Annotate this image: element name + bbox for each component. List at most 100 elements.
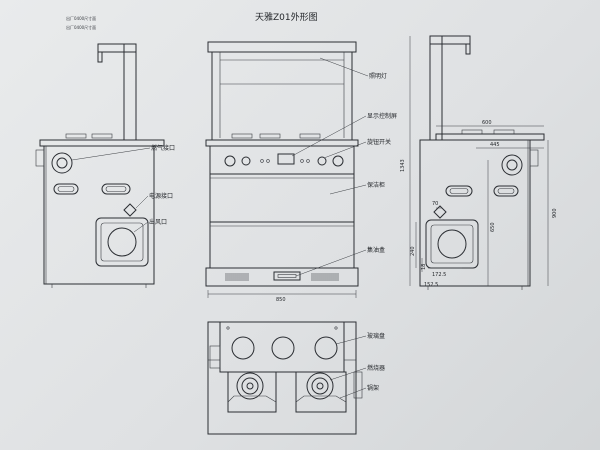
dim-240: 240 [410, 246, 416, 256]
dim-445: 445 [490, 142, 500, 148]
right-gas-ring-inner [506, 159, 518, 171]
top-burner-left-mid [241, 377, 259, 395]
front-vent-right [311, 273, 339, 281]
dim-600: 600 [482, 120, 492, 126]
leader-pan-support [339, 387, 367, 399]
right-slot-b [493, 185, 519, 197]
right-body [419, 139, 531, 287]
left-slot-b-inner [105, 186, 127, 192]
front-countertop [205, 139, 359, 147]
left-body [43, 145, 155, 285]
left-side-view: 燃气接口 电源接口 出风口 [35, 43, 175, 288]
left-hood-tip [97, 51, 103, 63]
label-power: 电源接口 [149, 192, 173, 200]
top-screw-a [226, 326, 230, 330]
top-pan-support-left [227, 395, 277, 403]
front-button-4 [306, 159, 310, 163]
dim-900: 900 [552, 208, 558, 218]
top-burner-left-core [246, 382, 254, 390]
front-view: 850 照明灯 显示控制屏 旋钮开关 保洁柜 集油盒 [205, 41, 397, 303]
right-slot-a-inner [449, 188, 469, 194]
front-button-2 [266, 159, 270, 163]
front-top-knob-c [299, 133, 321, 139]
left-slot-a [53, 183, 79, 195]
left-gas-ring-outer [51, 152, 73, 174]
front-vent-left [225, 273, 249, 281]
dim-172: 172.5 [432, 272, 446, 278]
dim-18: 18 [421, 264, 427, 270]
leader-gas-inlet [71, 147, 151, 161]
right-hood-tip [465, 43, 471, 55]
front-width-dim: 850 [276, 297, 286, 303]
top-outline [207, 321, 357, 435]
front-button-3 [300, 159, 304, 163]
label-outlet: 出风口 [149, 218, 167, 226]
front-knob-left [224, 155, 236, 167]
front-top-knob-a [231, 133, 253, 139]
leader-tray [295, 249, 367, 277]
label-burner: 燃烧器 [367, 364, 385, 372]
top-side-drawer-right [353, 371, 363, 399]
leader-display [291, 115, 367, 157]
leader-lamp [319, 57, 369, 77]
label-display: 显示控制屏 [367, 112, 397, 120]
left-slot-a-inner [57, 186, 75, 192]
left-outlet-fan [107, 227, 137, 257]
right-countertop [435, 133, 545, 141]
right-slot-b-inner [497, 188, 515, 194]
dim-650: 650 [490, 222, 496, 232]
front-control-band [209, 145, 355, 175]
right-outlet-frame [425, 219, 479, 269]
left-gas-ring-inner [56, 157, 68, 169]
front-lower-cabinet [209, 221, 355, 269]
top-burner-left-frame [227, 371, 277, 413]
leader-cabinet [329, 184, 367, 195]
dim-70: 70 [432, 201, 438, 207]
label-gas-inlet: 燃气接口 [151, 144, 175, 152]
top-glass-panel [219, 321, 345, 373]
label-knob: 旋钮开关 [367, 138, 391, 146]
right-outlet-fan [437, 229, 467, 259]
right-gas-stub [529, 149, 539, 167]
top-burner-right-mid [311, 377, 329, 395]
front-knob-right [332, 155, 344, 167]
dim-152: 152.5 [424, 282, 438, 288]
top-view: 玻璃盘 燃烧器 锅架 [207, 321, 385, 435]
front-oil-tray-handle [277, 274, 297, 278]
left-top-knob-b [91, 133, 113, 139]
right-outlet-inner [430, 224, 474, 264]
leader-burner [329, 367, 367, 381]
right-top-knob-b [493, 129, 515, 135]
top-port-left [231, 336, 255, 360]
top-pan-support-right [295, 395, 347, 403]
left-hood-arm [97, 43, 137, 53]
left-gas-stub [35, 149, 45, 167]
front-hood-top [207, 41, 357, 53]
label-lamp: 照明灯 [369, 72, 387, 80]
note-line-2: 出厂0400尺寸面 [66, 24, 96, 30]
front-cabinet [209, 173, 355, 223]
front-plinth [205, 267, 359, 287]
leader-power [135, 195, 149, 209]
right-power-connector [433, 205, 447, 219]
left-outlet-inner [100, 222, 144, 262]
top-port-right [314, 336, 338, 360]
front-button-1 [260, 159, 264, 163]
right-hood-arm [429, 35, 471, 45]
front-top-knob-b [259, 133, 281, 139]
left-power-connector [123, 203, 137, 217]
dim-1343: 1343 [400, 159, 406, 172]
left-chimney [123, 43, 137, 141]
right-chimney [429, 35, 443, 141]
top-screw-b [334, 326, 338, 330]
top-burner-right-frame [295, 371, 347, 413]
top-side-drawer-left [209, 345, 221, 369]
left-top-knob-a [65, 133, 87, 139]
top-burner-left-outer [236, 372, 264, 400]
right-slot-a [445, 185, 473, 197]
right-side-view: 600 445 1343 650 900 70 240 18 172.5 152… [400, 35, 558, 290]
top-port-center [271, 336, 295, 360]
label-pan-support: 锅架 [367, 384, 379, 392]
